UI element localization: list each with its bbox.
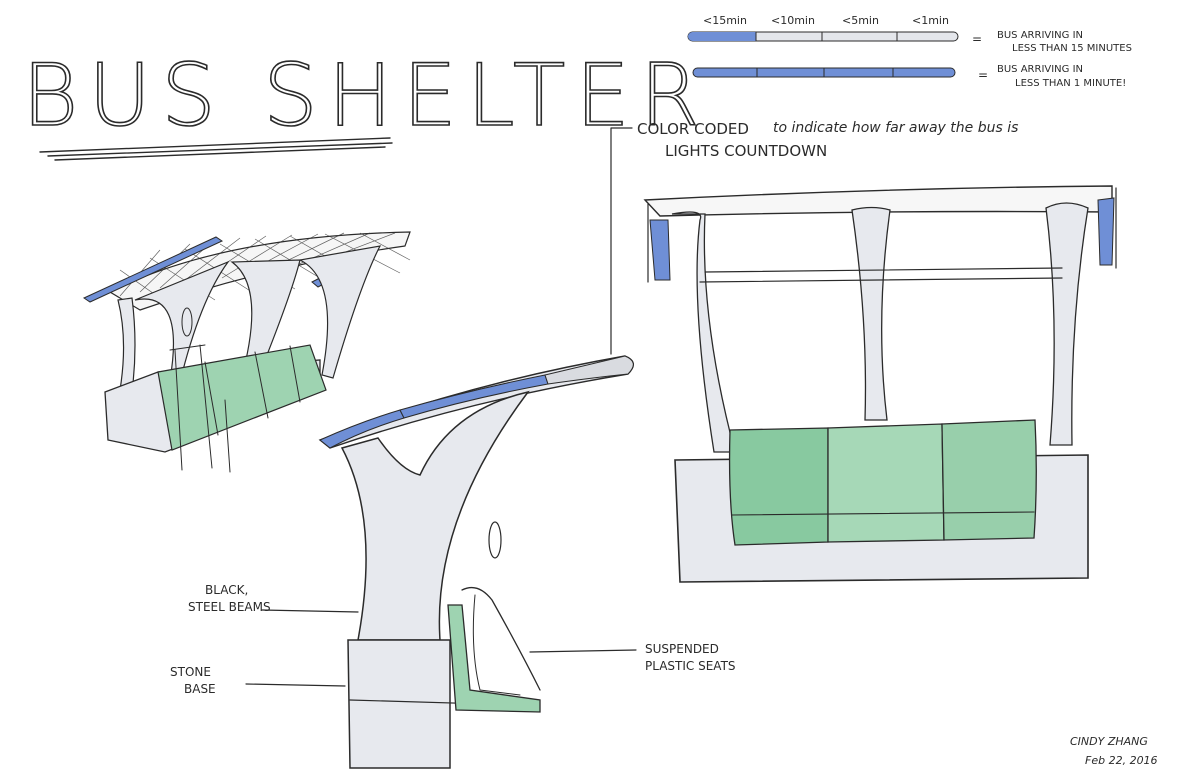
callout-seats-line2: PLASTIC SEATS bbox=[645, 659, 736, 673]
section-seat bbox=[448, 605, 540, 712]
signature-name: CINDY ZHANG bbox=[1070, 735, 1148, 748]
legend-tick-1: <1min bbox=[912, 14, 949, 27]
legend-equals-1: = bbox=[972, 32, 982, 46]
callout-beams-line2: STEEL BEAMS bbox=[188, 600, 271, 614]
legend-bar-15min bbox=[688, 32, 958, 41]
legend-tick-15: <15min bbox=[703, 14, 747, 27]
note-color-coded: COLOR CODED bbox=[637, 120, 749, 138]
legend-equals-2: = bbox=[978, 68, 988, 82]
callout-seats-leader bbox=[530, 650, 636, 652]
note-color-coded-detail: to indicate how far away the bus is bbox=[773, 120, 1018, 136]
note-lights-countdown: LIGHTS COUNTDOWN bbox=[665, 142, 827, 160]
callout-seats-line1: SUSPENDED bbox=[645, 642, 719, 656]
signature-date: Feb 22, 2016 bbox=[1085, 754, 1158, 767]
elevation-seat-left bbox=[730, 428, 828, 545]
elevation-column-center bbox=[852, 208, 890, 421]
countdown-legend: <15min <10min <5min <1min = BUS ARRIVING… bbox=[688, 14, 1132, 89]
callout-base-line1: STONE bbox=[170, 665, 211, 679]
color-coded-note: COLOR CODED to indicate how far away the… bbox=[611, 120, 1018, 354]
legend-tick-5: <5min bbox=[842, 14, 879, 27]
signature: CINDY ZHANG Feb 22, 2016 bbox=[1070, 735, 1158, 767]
legend-row2-line2: LESS THAN 1 MINUTE! bbox=[1015, 78, 1126, 89]
legend-row1-line2: LESS THAN 15 MINUTES bbox=[1012, 43, 1132, 54]
elevation-column-left bbox=[672, 212, 735, 452]
callout-beams-leader bbox=[262, 610, 358, 612]
front-elevation bbox=[645, 186, 1116, 582]
legend-bar-1min bbox=[693, 68, 955, 77]
elevation-seat-center bbox=[828, 424, 944, 542]
elevation-seat-right bbox=[942, 420, 1036, 540]
legend-row2-line1: BUS ARRIVING IN bbox=[997, 64, 1083, 75]
callout-base-line2: BASE bbox=[184, 682, 216, 696]
section-view bbox=[320, 356, 633, 768]
title-group: BUS SHELTER bbox=[22, 46, 709, 160]
note-leader-line bbox=[611, 128, 632, 354]
legend-tick-10: <10min bbox=[771, 14, 815, 27]
page-title: BUS SHELTER bbox=[22, 46, 709, 146]
callout-base-leader bbox=[246, 684, 345, 686]
section-stone-base bbox=[348, 640, 450, 768]
elevation-column-right bbox=[1046, 203, 1088, 445]
callout-beams-line1: BLACK, bbox=[205, 583, 248, 597]
legend-row1-line1: BUS ARRIVING IN bbox=[997, 30, 1083, 41]
